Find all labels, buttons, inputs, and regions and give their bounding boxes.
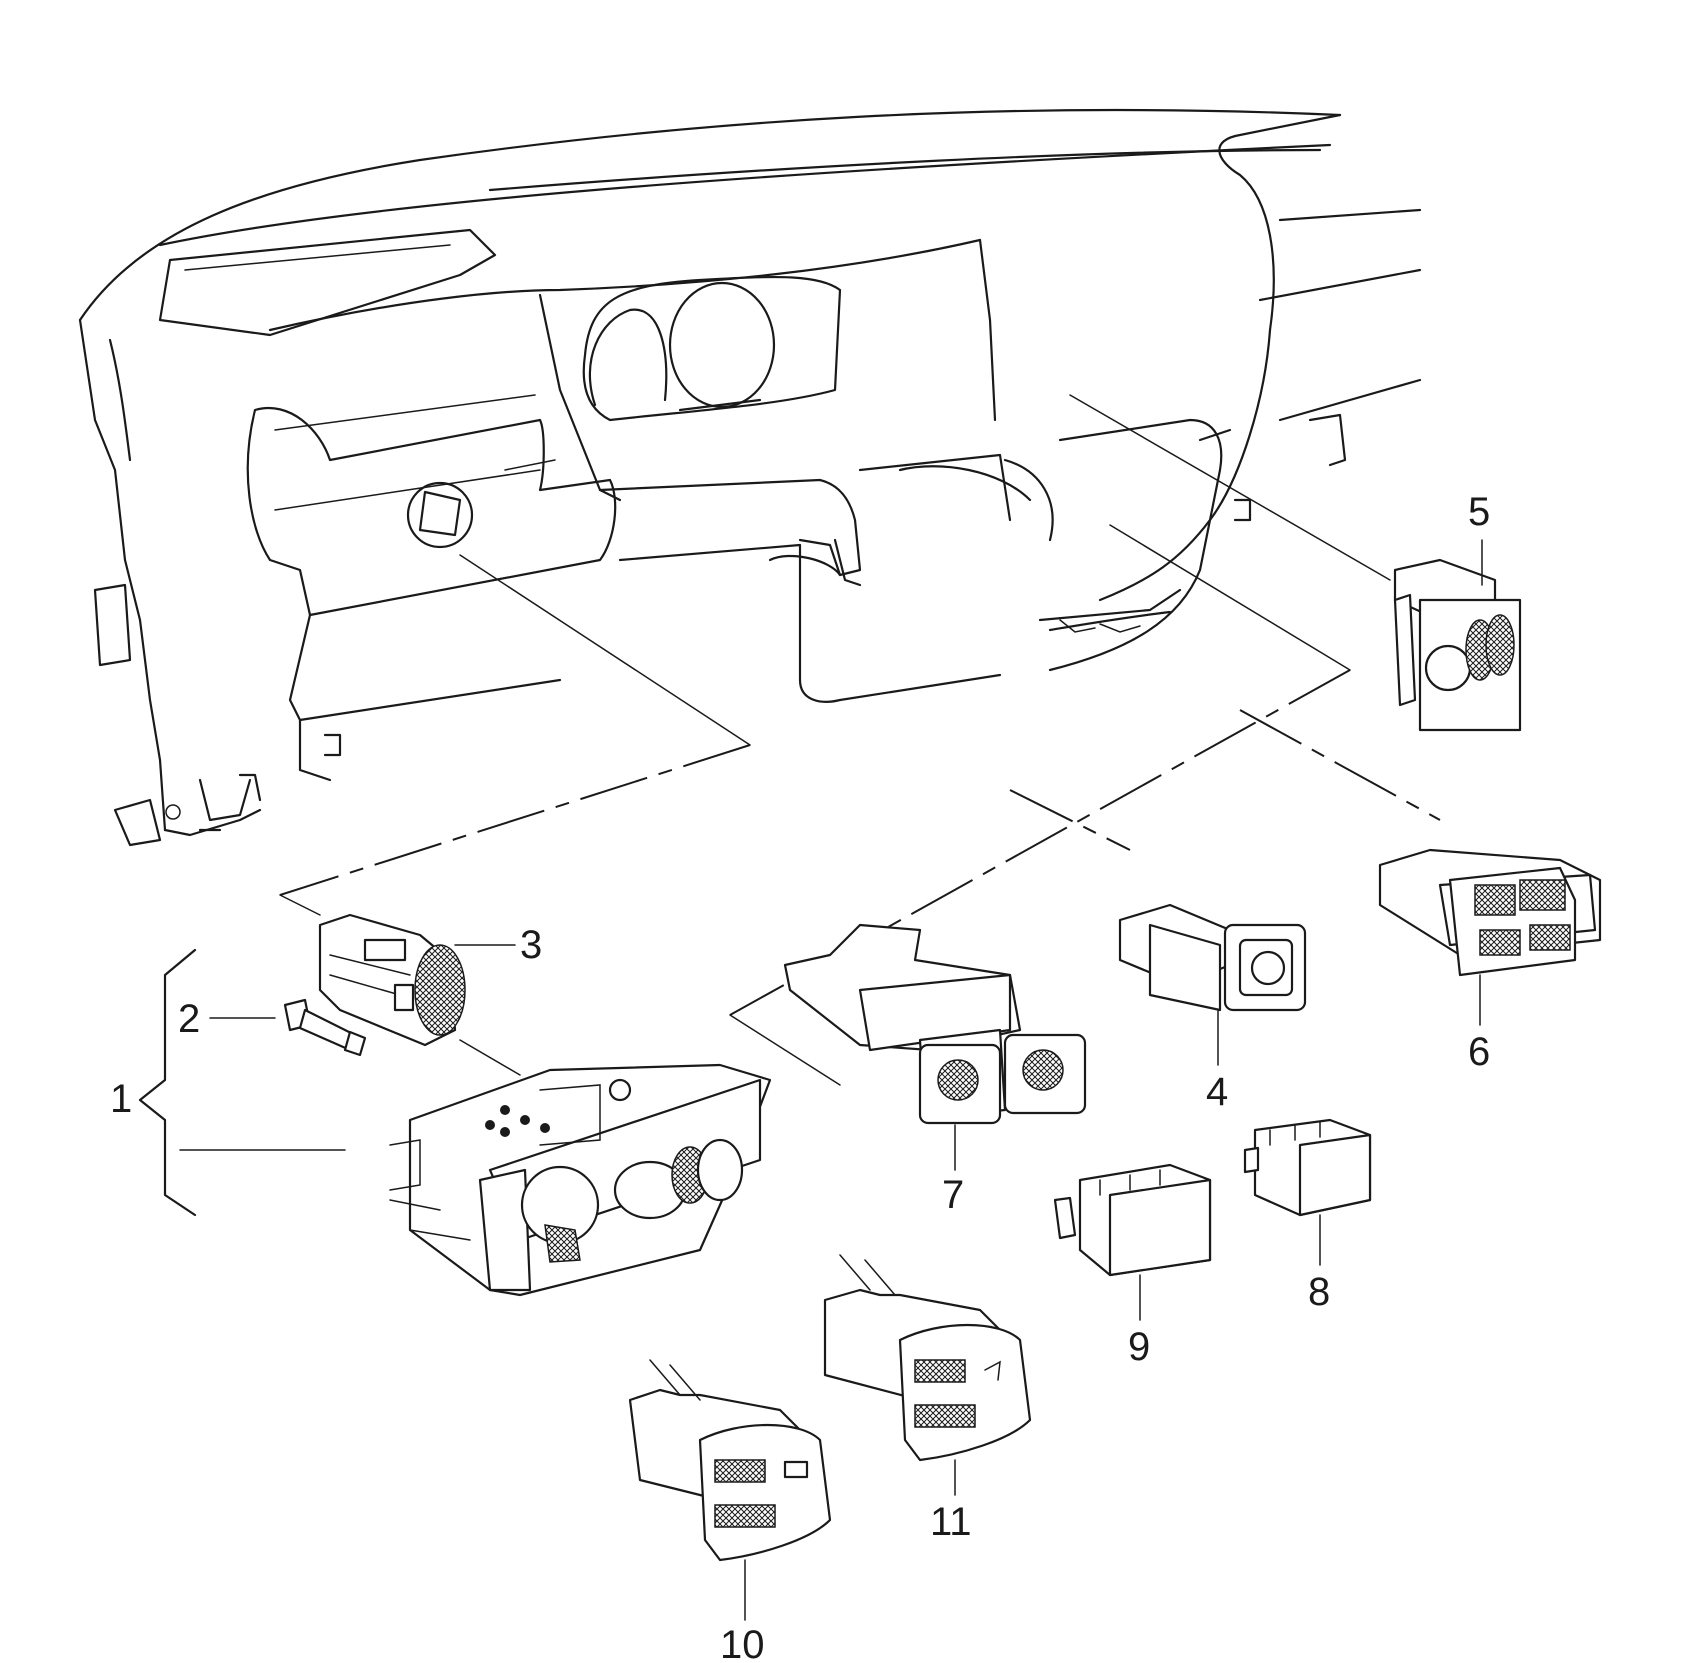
callout-9: 9 <box>1128 1325 1150 1369</box>
switch-4 <box>1118 903 1307 1066</box>
cap-8 <box>1243 1118 1372 1266</box>
callout-1: 1 <box>110 1077 132 1121</box>
callout-3: 3 <box>520 923 542 967</box>
bracket-1 <box>138 948 346 1217</box>
callout-2: 2 <box>178 997 200 1041</box>
callout-4: 4 <box>1206 1070 1228 1114</box>
callout-11: 11 <box>930 1500 972 1544</box>
light-switch-assembly <box>389 1063 772 1297</box>
callout-10: 10 <box>720 1623 765 1663</box>
switch-5 <box>1393 539 1522 732</box>
callout-7: 7 <box>942 1173 964 1217</box>
switch-10 <box>628 1359 832 1621</box>
callout-6: 6 <box>1468 1030 1490 1074</box>
double-switch-7 <box>783 923 1087 1171</box>
callout-5: 5 <box>1468 490 1490 534</box>
dashboard-outline <box>78 108 1422 847</box>
bulb <box>209 998 367 1057</box>
callout-8: 8 <box>1308 1270 1330 1314</box>
switch-11 <box>823 1254 1032 1496</box>
cap-9 <box>1053 1163 1212 1321</box>
switch-6 <box>1378 848 1602 1026</box>
rotary-switch-insert <box>318 913 521 1076</box>
